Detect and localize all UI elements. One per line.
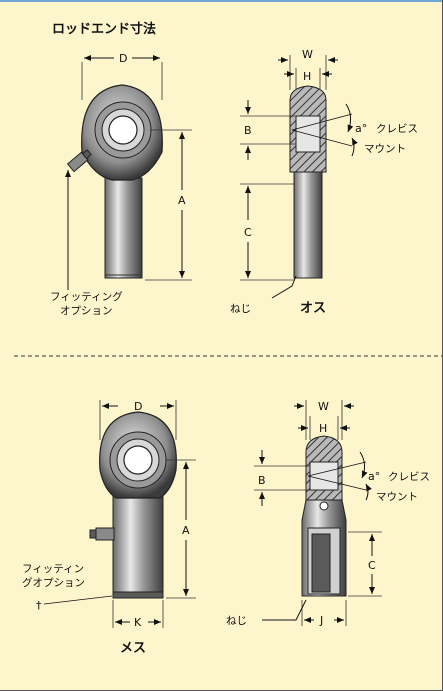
dim-h-female: H: [319, 422, 327, 435]
male-side-view: [289, 85, 327, 279]
female-caption: メス: [120, 641, 146, 656]
dim-w-male: W: [302, 48, 313, 61]
dim-a-male: A: [178, 194, 186, 207]
dim-j-female: J: [319, 614, 323, 627]
fitting-option-label-line1: フィッティング: [50, 290, 123, 303]
male-front-view: [66, 84, 163, 279]
female-front-view: [89, 411, 177, 599]
mount-label-male: マウント: [364, 143, 406, 155]
dim-h-male: H: [303, 70, 311, 83]
male-caption: オス: [300, 301, 326, 316]
angle-label-male: a°: [355, 122, 367, 135]
dim-w-female: W: [318, 400, 329, 413]
dim-c-male: C: [244, 226, 252, 239]
fitting-option-label-line2: オプション: [60, 305, 113, 317]
dim-a-female: A: [182, 524, 190, 537]
dagger-note: †: [36, 599, 42, 612]
fitting-option-label-female-line2: グオプション: [22, 576, 85, 589]
mount-label-female: マウント: [376, 491, 418, 503]
top-accent-line: [0, 0, 442, 2]
dim-b-female: B: [258, 474, 266, 487]
clevis-label-female: クレビス: [388, 471, 430, 483]
dim-b-male: B: [244, 124, 252, 137]
angle-label-female: a°: [368, 470, 380, 483]
dim-k-female: K: [134, 616, 142, 629]
clevis-label-male: クレビス: [376, 123, 418, 135]
dim-d-female: D: [134, 400, 142, 413]
thread-label-female: ねじ: [226, 615, 247, 627]
thread-label-male: ねじ: [230, 303, 251, 315]
dim-c-female: C: [368, 559, 376, 572]
female-side-view: [301, 435, 347, 597]
page-title: ロッドエンド寸法: [52, 21, 156, 37]
fitting-option-label-female-line1: フィッティン: [22, 563, 84, 575]
dim-d-male: D: [119, 52, 127, 65]
